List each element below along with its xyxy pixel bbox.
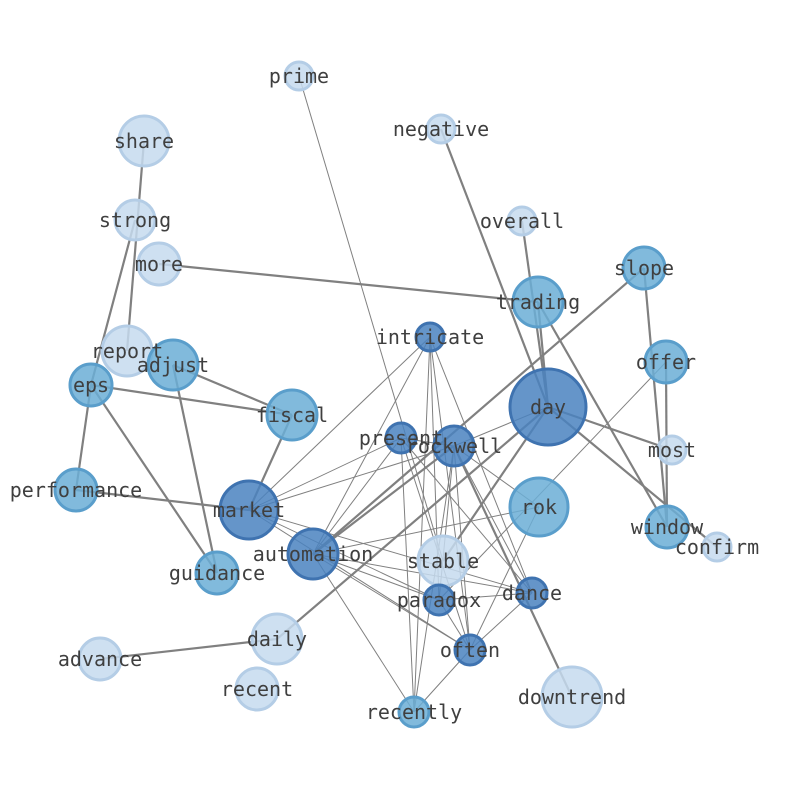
node-present[interactable] xyxy=(384,421,418,455)
node-label-performance: performance xyxy=(10,478,142,502)
node-label-strong: strong xyxy=(99,208,171,232)
node-paradox[interactable] xyxy=(422,583,456,617)
node-adjust[interactable] xyxy=(146,338,200,392)
edge-slope-window xyxy=(642,267,669,528)
node-trading[interactable] xyxy=(511,275,565,329)
node-label-dance: dance xyxy=(502,581,562,605)
node-negative[interactable] xyxy=(425,113,457,145)
node-intricate[interactable] xyxy=(414,321,446,353)
node-window[interactable] xyxy=(644,504,690,550)
edge-negative-day xyxy=(439,128,550,408)
edge-day-daily xyxy=(276,406,549,640)
node-offer[interactable] xyxy=(643,339,689,385)
node-rockwell[interactable] xyxy=(432,424,476,468)
edge-intricate-market xyxy=(248,336,431,511)
node-label-report: report xyxy=(91,339,163,363)
node-label-guidance: guidance xyxy=(169,561,265,585)
edge-prime-stable xyxy=(298,75,444,562)
node-prime[interactable] xyxy=(283,60,315,92)
edge-rok-automation xyxy=(312,506,540,555)
edge-trading-window xyxy=(537,301,668,528)
node-label-recently: recently xyxy=(366,700,462,724)
label-layer: prime negative share overall strong more slope… xyxy=(10,64,759,724)
edge-present-recently xyxy=(400,437,415,713)
node-label-most: most xyxy=(648,438,696,462)
edge-rockwell-dance xyxy=(453,445,533,594)
node-share[interactable] xyxy=(117,114,171,168)
node-label-adjust: adjust xyxy=(137,353,209,377)
edge-layer xyxy=(74,75,718,713)
node-most[interactable] xyxy=(656,434,688,466)
edge-more-trading xyxy=(158,262,539,304)
node-label-daily: daily xyxy=(247,627,307,651)
node-label-day: day xyxy=(530,395,566,419)
node-recently[interactable] xyxy=(397,695,431,729)
node-layer xyxy=(53,60,733,729)
node-automation[interactable] xyxy=(286,527,340,581)
node-day[interactable] xyxy=(508,367,588,447)
node-label-share: share xyxy=(114,129,174,153)
node-label-paradox: paradox xyxy=(397,588,481,612)
node-label-slope: slope xyxy=(614,256,674,280)
node-often[interactable] xyxy=(453,633,487,667)
node-performance[interactable] xyxy=(53,467,99,513)
node-label-rok: rok xyxy=(521,495,557,519)
node-confirm[interactable] xyxy=(701,531,733,563)
edge-market-rockwell xyxy=(248,445,455,511)
edge-automation-recently xyxy=(312,553,415,713)
node-downtrend[interactable] xyxy=(540,665,604,729)
node-label-prime: prime xyxy=(269,64,329,88)
edge-slope-automation xyxy=(312,267,645,555)
edge-rockwell-downtrend xyxy=(453,445,573,698)
edge-share-report xyxy=(125,140,146,352)
node-label-recent: recent xyxy=(221,677,293,701)
node-recent[interactable] xyxy=(234,666,280,712)
node-label-automation: automation xyxy=(253,542,373,566)
edge-eps-fiscal xyxy=(90,383,293,417)
node-overall[interactable] xyxy=(506,205,538,237)
node-label-often: often xyxy=(440,638,500,662)
node-label-intricate: intricate xyxy=(376,325,484,349)
node-label-negative: negative xyxy=(393,117,489,141)
node-label-window: window xyxy=(631,515,704,539)
node-guidance[interactable] xyxy=(194,550,240,596)
edge-intricate-automation xyxy=(312,336,431,555)
edge-advance-daily xyxy=(99,637,278,661)
node-eps[interactable] xyxy=(68,362,114,408)
node-label-rockwell: rockwell xyxy=(406,434,502,458)
node-label-more: more xyxy=(135,252,183,276)
node-label-market: market xyxy=(213,498,285,522)
node-label-downtrend: downtrend xyxy=(518,685,626,709)
edge-intricate-recently xyxy=(413,336,431,713)
edge-market-paradox xyxy=(248,509,440,601)
node-label-confirm: confirm xyxy=(675,535,759,559)
node-label-overall: overall xyxy=(480,209,564,233)
node-label-advance: advance xyxy=(58,647,142,671)
edge-strong-eps xyxy=(89,219,137,386)
node-rok[interactable] xyxy=(508,476,570,538)
node-label-eps: eps xyxy=(73,373,109,397)
node-label-stable: stable xyxy=(407,549,479,573)
node-label-offer: offer xyxy=(636,350,696,374)
node-dance[interactable] xyxy=(515,576,549,610)
node-label-present: present xyxy=(359,426,443,450)
edge-market-dance xyxy=(248,509,533,594)
edge-adjust-guidance xyxy=(171,364,219,574)
edge-automation-often xyxy=(312,553,471,651)
node-daily[interactable] xyxy=(250,612,304,666)
node-label-trading: trading xyxy=(496,290,580,314)
node-strong[interactable] xyxy=(113,198,157,242)
node-label-fiscal: fiscal xyxy=(256,403,328,427)
edge-market-often xyxy=(248,509,471,651)
node-market[interactable] xyxy=(218,479,280,541)
node-slope[interactable] xyxy=(621,245,667,291)
node-fiscal[interactable] xyxy=(265,388,319,442)
edge-eps-guidance xyxy=(90,384,218,574)
node-more[interactable] xyxy=(136,241,182,287)
node-advance[interactable] xyxy=(77,636,123,682)
